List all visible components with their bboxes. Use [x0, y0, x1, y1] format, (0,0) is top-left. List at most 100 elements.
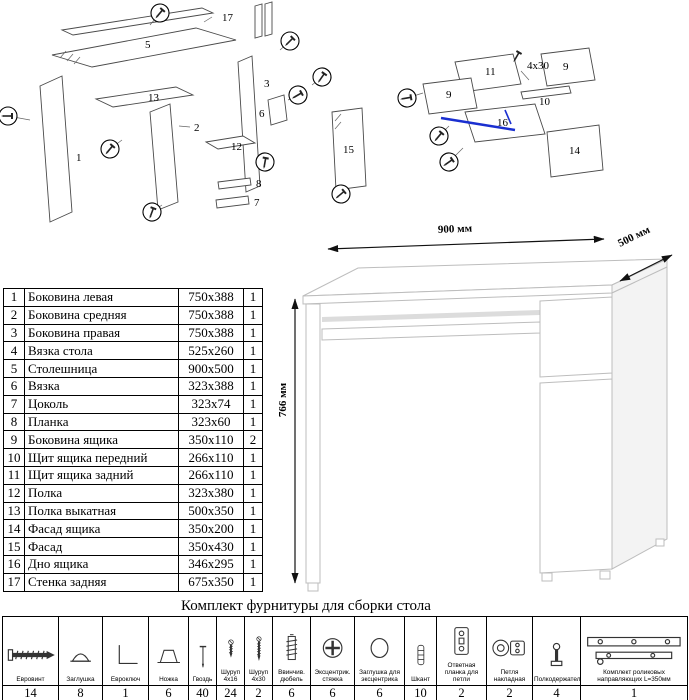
part-name: Боковина левая	[24, 288, 179, 307]
exploded-drawer-diagram: 11 9 9 10 16 14 4x30	[397, 47, 604, 178]
hinge-plate-icon	[438, 617, 486, 662]
hw-item-qty: 8	[58, 684, 103, 700]
confirmat-screw-icon	[4, 631, 58, 676]
part-num: 8	[3, 412, 25, 432]
part-name: Боковина правая	[24, 323, 179, 343]
part-name: Полка выкатная	[24, 501, 179, 521]
part-num: 16	[3, 554, 25, 574]
part-size: 350x430	[178, 537, 244, 556]
screw-note-icon	[509, 50, 530, 81]
hw-item-label: Шкант	[411, 676, 430, 684]
part-name: Боковина ящика	[24, 430, 179, 450]
hw-item-label: Комплект роликовых направляющих L=350мм	[597, 669, 671, 684]
hw-item-label: Петля накладная	[493, 669, 526, 684]
overlay-hinge-icon	[488, 624, 532, 669]
hw-item-qty: 40	[188, 684, 217, 700]
part-size: 350x110	[178, 430, 244, 450]
door-front	[539, 378, 613, 574]
hw-item-label: Ответная планка для петли	[444, 662, 479, 684]
part-size: 350x200	[178, 519, 244, 539]
part-name: Столешница	[24, 359, 179, 378]
part-label: 9	[446, 89, 452, 101]
roller-guides-icon	[582, 624, 687, 669]
part-name: Вязка стола	[24, 341, 179, 361]
part-label: 15	[343, 144, 355, 156]
part-label: 17	[222, 12, 234, 24]
desk-foot	[541, 572, 553, 582]
hw-cell: Ответная планка для петли	[436, 616, 487, 686]
hw-item-qty: 6	[310, 684, 355, 700]
hw-item-qty: 1	[580, 684, 688, 700]
drawer-facade-14	[546, 124, 604, 178]
part-qty: 1	[243, 323, 263, 343]
hw-cell: Эксцентрик. стяжка	[310, 616, 355, 686]
part-name: Фасад	[24, 537, 179, 556]
drawer-rail-10	[520, 85, 572, 100]
svg-text:900 мм: 900 мм	[438, 223, 473, 236]
part-num: 11	[3, 465, 25, 485]
hw-cell: Заглушка	[58, 616, 103, 686]
part-size: 675x350	[178, 572, 244, 592]
drawer-front	[539, 296, 613, 378]
hw-cell: Шуруп 4x16	[216, 616, 245, 686]
hw-cell: Петля накладная	[486, 616, 533, 686]
part-size: 525x260	[178, 341, 244, 361]
part-num: 5	[3, 359, 25, 378]
part-name: Полка	[24, 483, 179, 503]
cam-lock-icon	[312, 624, 354, 669]
part-name: Цоколь	[24, 394, 179, 414]
part-size: 750x388	[178, 305, 244, 325]
part-num: 3	[3, 323, 25, 343]
part-num: 4	[3, 341, 25, 361]
part-label: 11	[485, 66, 496, 78]
part-name: Планка	[24, 412, 179, 432]
panel-planka-8	[217, 177, 252, 190]
part-name: Щит ящика передний	[24, 448, 179, 467]
hw-cell: Шкант	[404, 616, 437, 686]
part-size: 323x74	[178, 394, 244, 414]
part-size: 900x500	[178, 359, 244, 378]
part-label: 13	[148, 92, 160, 104]
hw-item-qty: 6	[272, 684, 311, 700]
panel-desktop-5	[51, 27, 237, 68]
dowel-pin-icon	[406, 631, 436, 676]
nail-icon	[190, 631, 216, 676]
dimension-height: 766 мм	[277, 298, 299, 584]
keyboard-tray	[321, 321, 541, 341]
screw-4x16-icon	[218, 624, 244, 669]
part-num: 9	[3, 430, 25, 450]
part-label: 16	[497, 117, 509, 129]
part-qty: 1	[243, 483, 263, 503]
hw-item-label: Ввинчив. дюбель	[278, 669, 305, 684]
hw-item-qty: 10	[404, 684, 437, 700]
hw-cell: Полкодержатель	[532, 616, 581, 686]
part-qty: 2	[243, 430, 263, 450]
hw-cell: Ножка	[148, 616, 189, 686]
part-num: 6	[3, 376, 25, 396]
screw-callout	[0, 3, 351, 222]
hw-item-qty: 4	[532, 684, 581, 700]
screw-size-note: 4x30	[527, 60, 550, 72]
part-label: 3	[264, 78, 270, 90]
hw-item-qty: 1	[102, 684, 149, 700]
part-num: 13	[3, 501, 25, 521]
desk-3d-view: 900 мм 500 мм 766 мм	[277, 223, 673, 592]
part-label: 1	[76, 152, 82, 164]
hw-item-label: Ножка	[159, 676, 178, 684]
part-label: 10	[539, 96, 551, 108]
part-num: 2	[3, 305, 25, 325]
part-num: 12	[3, 483, 25, 503]
small-panels	[254, 1, 273, 39]
hardware-icons-row: Евровинт Заглушка Евроключ Ножка Гвоздь …	[2, 616, 688, 686]
drawer-side-panel-left-9	[422, 77, 478, 115]
hw-item-label: Эксцентрик. стяжка	[314, 669, 351, 684]
desk-foot	[599, 570, 611, 580]
screw-callout	[397, 88, 464, 172]
